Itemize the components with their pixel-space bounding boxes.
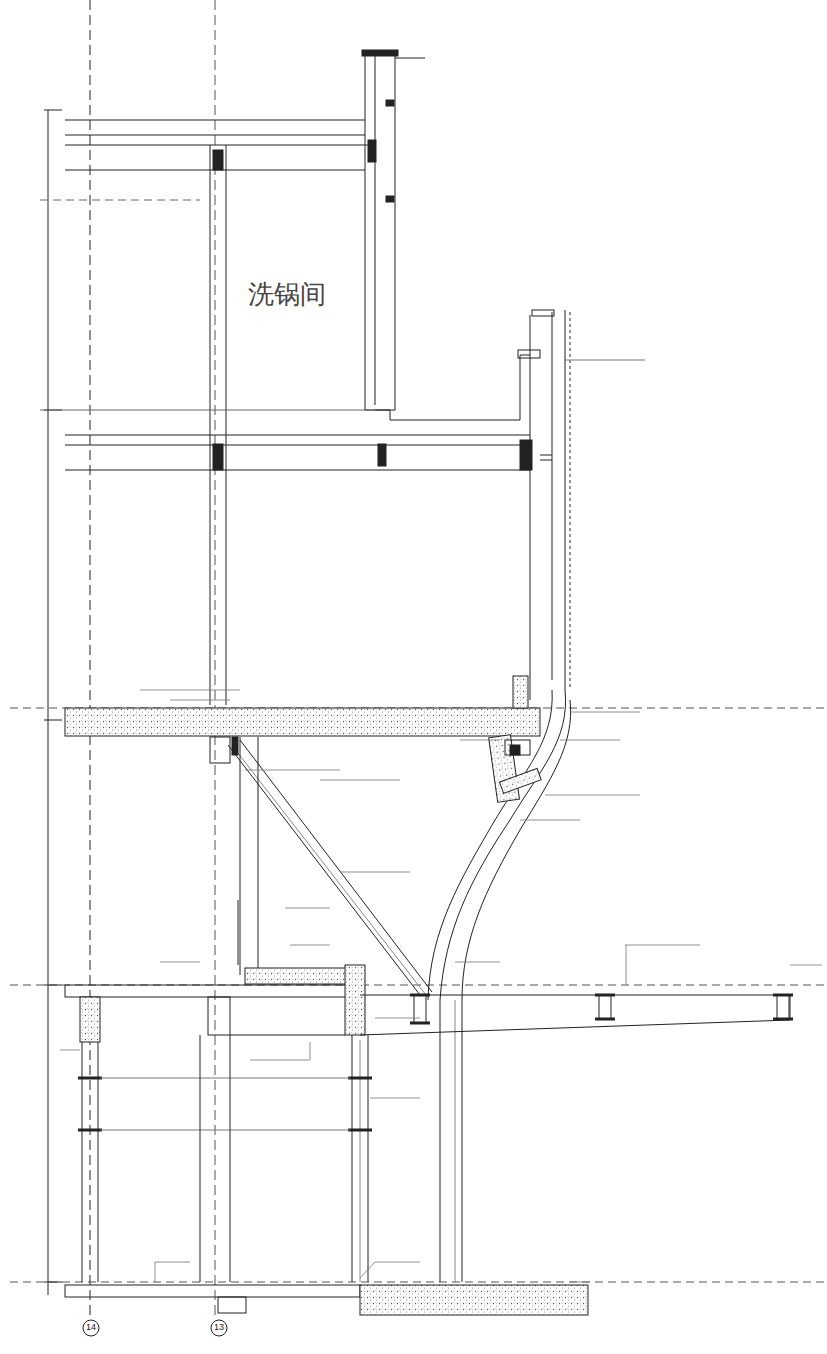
axis-number: 14 [86,1323,96,1333]
axis-number: 13 [214,1323,224,1333]
room-label: 洗锅间 [248,280,326,309]
